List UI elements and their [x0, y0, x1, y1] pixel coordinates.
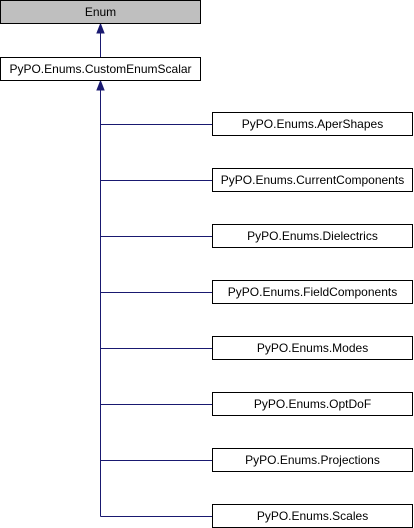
node-field-components[interactable]: PyPO.Enums.FieldComponents [212, 280, 413, 304]
node-scales-label: PyPO.Enums.Scales [257, 509, 368, 523]
node-field-components-box[interactable] [212, 280, 413, 304]
node-opt-dof-label: PyPO.Enums.OptDoF [254, 397, 371, 411]
node-opt-dof-box[interactable] [212, 392, 413, 416]
node-modes-label: PyPO.Enums.Modes [257, 341, 368, 355]
node-aper-shapes[interactable]: PyPO.Enums.AperShapes [212, 112, 413, 136]
edge-custom-to-enum [96, 22, 105, 57]
node-current-components[interactable]: PyPO.Enums.CurrentComponents [212, 168, 413, 192]
node-modes-box[interactable] [212, 336, 413, 360]
node-current-components-box[interactable] [212, 168, 413, 192]
node-enum-box [0, 0, 201, 24]
node-custom-enum-scalar-box[interactable] [0, 57, 201, 81]
node-enum: Enum [0, 0, 201, 24]
node-enum-label: Enum [85, 5, 116, 19]
node-dielectrics[interactable]: PyPO.Enums.Dielectrics [212, 224, 413, 248]
node-projections-box[interactable] [212, 448, 413, 472]
node-projections[interactable]: PyPO.Enums.Projections [212, 448, 413, 472]
node-aper-shapes-label: PyPO.Enums.AperShapes [242, 117, 383, 131]
node-scales[interactable]: PyPO.Enums.Scales [212, 504, 413, 528]
edges-subclasses [96, 79, 212, 517]
node-custom-enum-scalar[interactable]: PyPO.Enums.CustomEnumScalar [0, 57, 201, 81]
node-field-components-label: PyPO.Enums.FieldComponents [228, 285, 397, 299]
node-opt-dof[interactable]: PyPO.Enums.OptDoF [212, 392, 413, 416]
node-dielectrics-box[interactable] [212, 224, 413, 248]
trunk-arrowhead [96, 79, 105, 91]
node-aper-shapes-box[interactable] [212, 112, 413, 136]
node-current-components-label: PyPO.Enums.CurrentComponents [221, 173, 404, 187]
node-projections-label: PyPO.Enums.Projections [245, 453, 380, 467]
node-modes[interactable]: PyPO.Enums.Modes [212, 336, 413, 360]
node-dielectrics-label: PyPO.Enums.Dielectrics [247, 229, 378, 243]
node-custom-enum-scalar-label: PyPO.Enums.CustomEnumScalar [9, 62, 191, 76]
